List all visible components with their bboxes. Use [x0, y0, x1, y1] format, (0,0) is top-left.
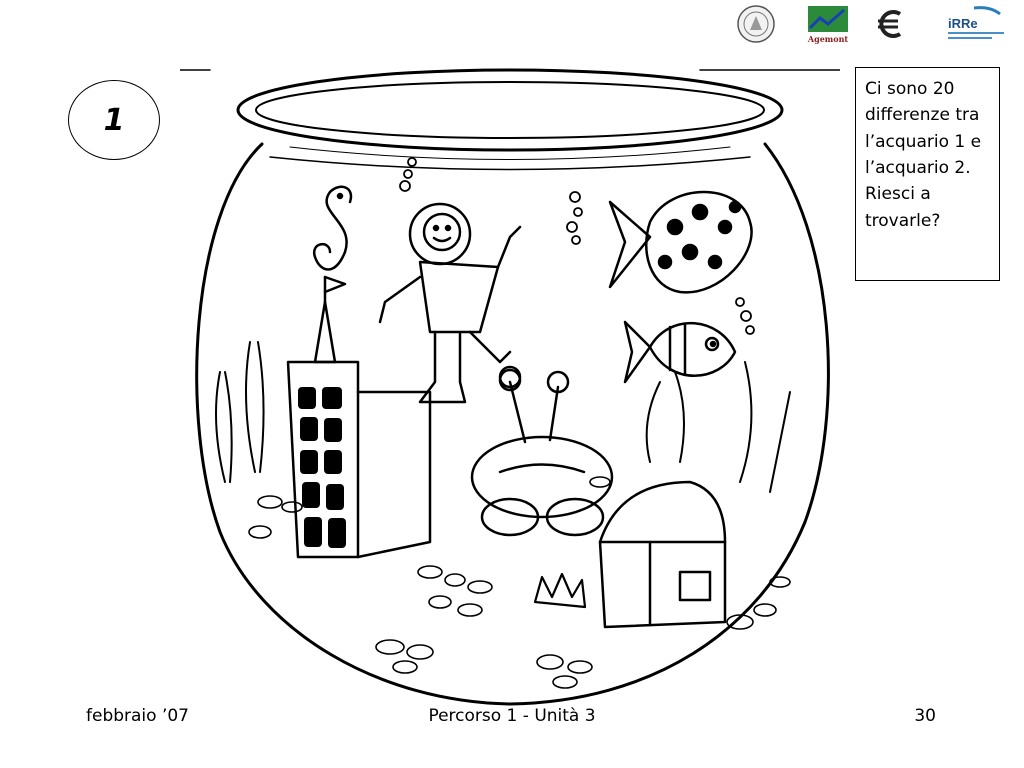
agemont-logo-icon: Agemont	[807, 6, 849, 44]
seahorse	[312, 185, 353, 271]
seaweed-left	[215, 341, 265, 483]
crown	[533, 572, 587, 609]
instruction-text: Ci sono 20 differenze tra l’acquario 1 e…	[865, 79, 982, 231]
diver	[378, 202, 522, 404]
irre-logo-text: iRRe	[948, 16, 978, 31]
agemont-logo-text: Agemont	[807, 34, 849, 44]
slide-number-oval: 1	[68, 80, 160, 160]
pebbles	[248, 476, 791, 689]
footer-title: Percorso 1 - Unità 3	[428, 706, 596, 726]
bubbles	[399, 157, 755, 335]
bowl-rim-inner	[255, 81, 765, 139]
crab	[470, 365, 614, 537]
bowl-rim-outer	[236, 68, 784, 152]
euro-logo-icon	[878, 10, 902, 38]
irre-logo-icon: iRRe	[948, 6, 1004, 39]
footer-date: febbraio ’07	[86, 706, 189, 726]
striped-fish	[623, 320, 737, 384]
footer-page-number: 30	[914, 706, 936, 726]
slide-number: 1	[103, 102, 125, 138]
spotted-fish	[608, 190, 753, 294]
aquarium-illustration	[180, 68, 840, 706]
university-seal-icon	[737, 5, 775, 43]
seaweed-right	[645, 361, 791, 493]
header-logos: Agemont iRRe	[730, 2, 1020, 46]
bowl-outline	[195, 142, 830, 706]
treasure-chest	[598, 480, 727, 629]
instruction-box: Ci sono 20 differenze tra l’acquario 1 e…	[855, 67, 1000, 281]
castle	[286, 275, 432, 559]
